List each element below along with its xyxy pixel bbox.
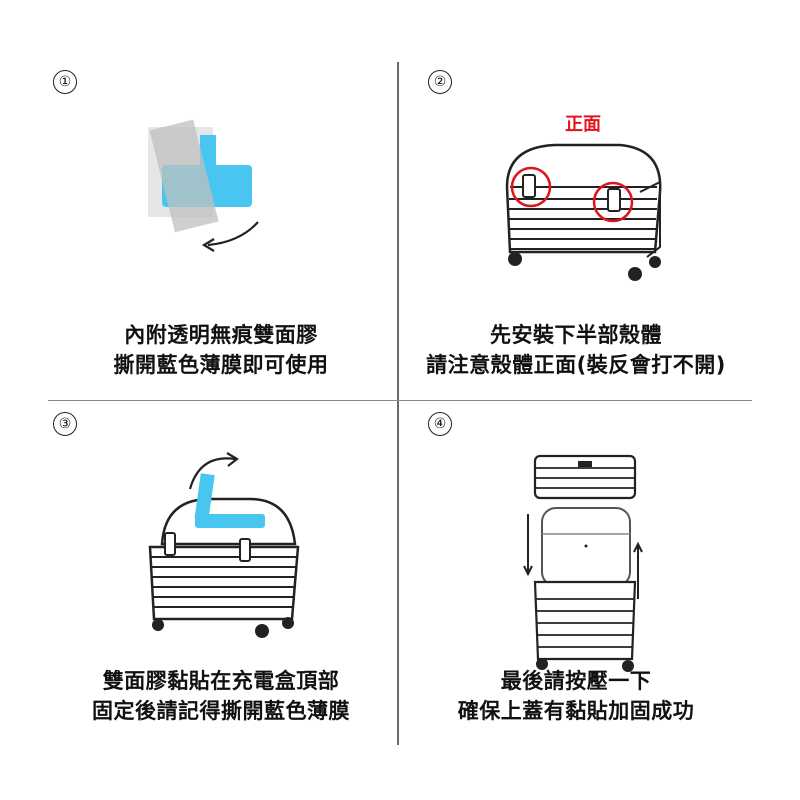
caption-line-2: 確保上蓋有黏貼加固成功 bbox=[457, 699, 695, 723]
wheel bbox=[282, 617, 294, 629]
step-3-panel: ③ 雙面膠黏貼在充電盒頂部 固定後請記得撕開藍色薄膜 bbox=[45, 404, 397, 744]
suitcase-bottom-shell bbox=[505, 143, 662, 281]
right-clasp bbox=[239, 538, 251, 562]
caption-line-1: 先安裝下半部殼體 bbox=[490, 323, 662, 347]
peel-arrow-curve bbox=[207, 221, 259, 247]
vertical-divider bbox=[397, 62, 399, 745]
right-clasp bbox=[607, 188, 621, 212]
apply-arrow-head bbox=[226, 452, 239, 467]
peel-arrow-head bbox=[201, 238, 215, 252]
step-3-number: ③ bbox=[53, 412, 77, 436]
case-with-tape-illustration bbox=[148, 452, 300, 638]
step-1-caption: 內附透明無痕雙面膠 撕開藍色薄膜即可使用 bbox=[45, 320, 397, 380]
step-2-panel: ② 正面 先安裝下半部殼體 請注意殼體正面(裝反會打不開) bbox=[400, 62, 752, 402]
caption-line-1: 內附透明無痕雙面膠 bbox=[124, 323, 318, 347]
caption-line-2: 固定後請記得撕開藍色薄膜 bbox=[92, 699, 350, 723]
front-highlight-circle-left bbox=[510, 166, 552, 208]
apply-arrow-curve bbox=[188, 457, 236, 490]
step-2-number: ② bbox=[428, 70, 452, 94]
step-4-panel: ④ 最後請按壓一下 確保上蓋有黏貼加固成功 bbox=[400, 404, 752, 744]
wheel bbox=[255, 624, 269, 638]
exploded-assembly-illustration bbox=[523, 454, 643, 672]
step-2-caption: 先安裝下半部殼體 請注意殼體正面(裝反會打不開) bbox=[400, 320, 752, 380]
left-clasp bbox=[164, 532, 176, 556]
front-label: 正面 bbox=[565, 114, 601, 135]
step-4-number: ④ bbox=[428, 412, 452, 436]
caption-line-2: 撕開藍色薄膜即可使用 bbox=[113, 353, 329, 377]
caption-line-1: 雙面膠黏貼在充電盒頂部 bbox=[102, 669, 340, 693]
caption-line-1: 最後請按壓一下 bbox=[500, 669, 652, 693]
front-highlight-circle-right bbox=[592, 181, 634, 223]
left-clasp bbox=[522, 174, 536, 198]
tape-illustration bbox=[148, 119, 259, 252]
wheel bbox=[649, 256, 661, 268]
step-3-caption: 雙面膠黏貼在充電盒頂部 固定後請記得撕開藍色薄膜 bbox=[45, 666, 397, 726]
step-1-panel: ① 內附透明無痕雙面膠 撕開藍色薄膜即可使用 bbox=[45, 62, 397, 402]
bottom-shell bbox=[533, 580, 637, 661]
wheel bbox=[622, 660, 634, 672]
wheel bbox=[628, 267, 642, 281]
blue-film-tab bbox=[194, 473, 215, 520]
blue-film-on-case bbox=[195, 514, 265, 528]
step-4-caption: 最後請按壓一下 確保上蓋有黏貼加固成功 bbox=[400, 666, 752, 726]
wheel bbox=[152, 619, 164, 631]
wheel bbox=[508, 252, 522, 266]
wheel bbox=[536, 658, 548, 670]
horizontal-divider bbox=[48, 400, 752, 401]
caption-line-2: 請注意殼體正面(裝反會打不開) bbox=[426, 353, 726, 377]
peeling-tape-layer bbox=[149, 119, 219, 233]
step-1-number: ① bbox=[53, 70, 77, 94]
